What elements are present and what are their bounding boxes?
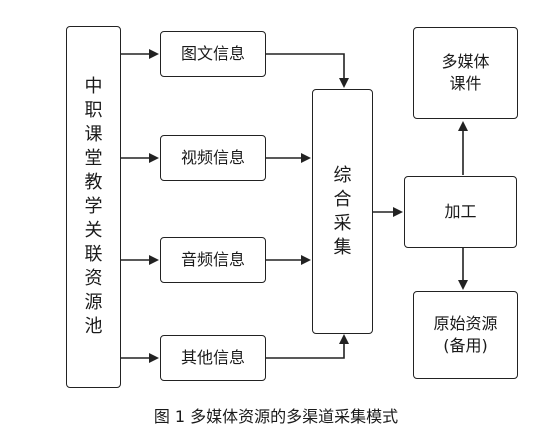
text-info-box: 图文信息 [160, 31, 266, 77]
video-info-box: 视频信息 [160, 135, 266, 181]
processing-box: 加工 [404, 176, 517, 248]
combined-collection-box: 综合采集 [312, 89, 373, 334]
combined-collection-label: 综合采集 [333, 164, 352, 258]
multimedia-courseware-label: 多媒体 课件 [441, 52, 490, 93]
other-info-box: 其他信息 [160, 335, 266, 381]
resource-pool-label: 中职课堂教学关联资源池 [84, 76, 103, 337]
resource-pool-box: 中职课堂教学关联资源池 [66, 26, 121, 388]
raw-resource-box: 原始资源 (备用) [413, 291, 518, 379]
audio-info-label: 音频信息 [180, 250, 245, 269]
multimedia-courseware-box: 多媒体 课件 [413, 27, 518, 119]
audio-info-box: 音频信息 [160, 237, 266, 283]
raw-resource-label: 原始资源 (备用) [433, 314, 498, 355]
text-info-label: 图文信息 [180, 44, 245, 63]
video-info-label: 视频信息 [180, 148, 245, 167]
arrow-other-to-collect [266, 334, 349, 359]
arrow-text-to-collect [266, 53, 349, 88]
processing-label: 加工 [444, 202, 477, 221]
other-info-label: 其他信息 [180, 348, 245, 367]
figure-caption: 图 1 多媒体资源的多渠道采集模式 [153, 407, 399, 426]
